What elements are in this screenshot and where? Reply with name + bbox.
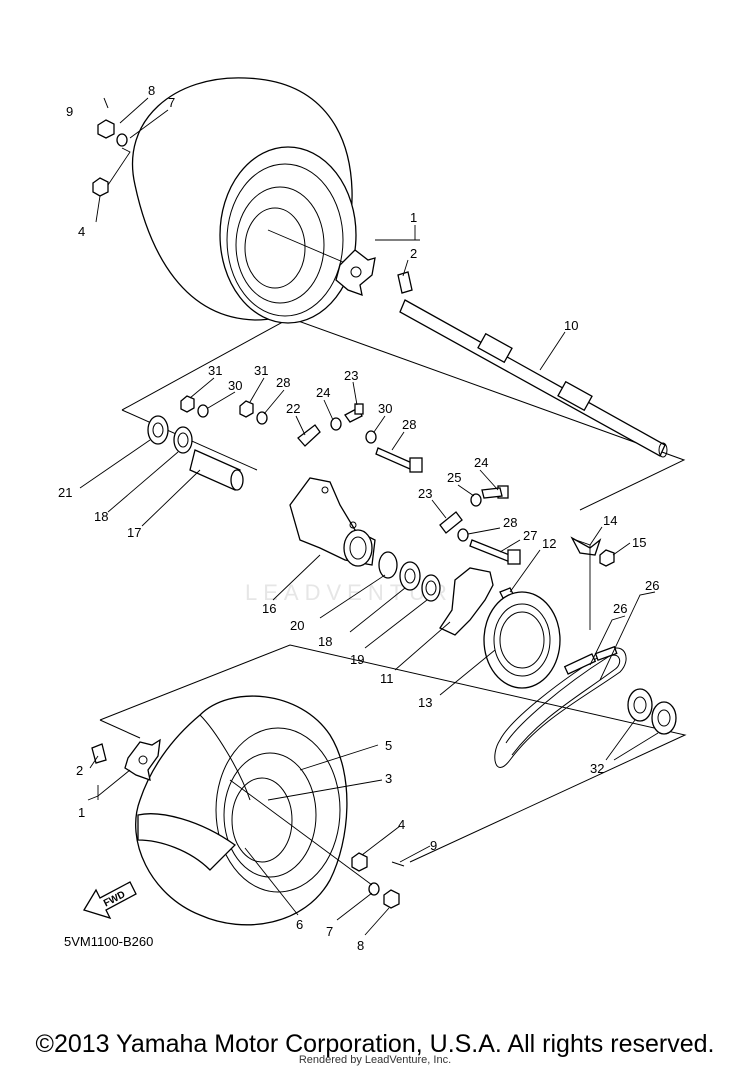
callout-18-right: 18: [318, 634, 332, 649]
upper-frame: [121, 317, 686, 511]
bearing-18-inner: [404, 568, 416, 584]
callout-1-lower: 1: [78, 805, 85, 820]
drawing-code: 5VM1100-B260: [64, 934, 154, 949]
bearing-21: [147, 415, 169, 445]
seal-19-inner: [425, 580, 437, 596]
fwd-arrow-icon: FWD: [83, 881, 137, 920]
lower-frame: [99, 644, 687, 863]
callout-19: 19: [350, 652, 364, 667]
svg-text:FWD: FWD: [102, 889, 127, 909]
bolt-29-head: [409, 457, 423, 473]
sprocket-hub: [439, 567, 494, 636]
callout-15: 15: [632, 535, 646, 550]
callout-9-lower: 9: [430, 838, 437, 853]
callout-labels: 9 8 7 4 1 2 10 31 30 31 28 24 23 22 30 2…: [58, 83, 659, 953]
callout-24-upper: 24: [316, 385, 330, 400]
spacer-20: [378, 551, 398, 579]
callout-1-upper: 1: [410, 210, 417, 225]
bearing-32b-inner: [657, 709, 671, 727]
callout-22-lower: 23: [418, 486, 432, 501]
callout-9-upper: 9: [66, 104, 73, 119]
bolt-29: [375, 447, 413, 470]
callout-32: 32: [590, 761, 604, 776]
callout-22-upper: 22: [286, 401, 300, 416]
callout-10: 10: [564, 318, 578, 333]
bearing-32b: [651, 701, 677, 735]
callout-23-upper: 23: [344, 368, 358, 383]
upper-fasteners: [92, 97, 128, 197]
sprocket: [483, 591, 561, 689]
callout-31-right: 31: [254, 363, 268, 378]
rear-axle: [399, 299, 668, 458]
callout-16: 16: [262, 601, 276, 616]
callout-5: 5: [385, 738, 392, 753]
callout-30-right: 30: [378, 401, 392, 416]
seal-19: [421, 574, 441, 602]
callout-31-left: 31: [208, 363, 222, 378]
bearing-18: [399, 561, 421, 591]
collar-17-end: [230, 469, 244, 491]
callout-3: 3: [385, 771, 392, 786]
callout-8-lower: 8: [357, 938, 364, 953]
callout-14: 14: [603, 513, 617, 528]
callout-23-lower: 24: [474, 455, 488, 470]
callout-21: 21: [58, 485, 72, 500]
bearing-21-inner: [152, 422, 164, 438]
callout-28-lower: 28: [503, 515, 517, 530]
callout-6: 6: [296, 917, 303, 932]
callout-26: 26: [613, 601, 627, 616]
bearing-32a: [627, 688, 653, 722]
leader-lines: [79, 97, 659, 936]
callout-28-upper: 28: [276, 375, 290, 390]
callout-30-left: 30: [228, 378, 242, 393]
adjuster-fasteners-upper: [180, 395, 364, 447]
callout-29: 28: [402, 417, 416, 432]
callout-2-lower: 2: [76, 763, 83, 778]
copyright-notice: ©2013 Yamaha Motor Corporation, U.S.A. A…: [35, 1030, 715, 1058]
callout-27: 27: [523, 528, 537, 543]
callout-11: 11: [380, 671, 394, 686]
callout-4-upper: 4: [78, 224, 85, 239]
callout-8-upper: 8: [148, 83, 155, 98]
callout-17: 17: [127, 525, 141, 540]
rendered-by-notice: Rendered by LeadVenture, Inc.: [298, 1054, 452, 1066]
callout-7-upper: 7: [168, 95, 175, 110]
lower-fasteners: [229, 779, 405, 909]
callout-7-lower: 7: [326, 924, 333, 939]
lower-tire: [135, 695, 348, 926]
clip-14: [570, 536, 602, 556]
callout-13: 13: [418, 695, 432, 710]
seal-18-upper-inner: [177, 432, 189, 448]
axle-housing: [289, 477, 376, 567]
callout-20: 20: [290, 618, 304, 633]
callout-25: 26: [645, 578, 659, 593]
adjuster-fasteners-lower: [439, 485, 521, 565]
nut-15: [599, 549, 615, 567]
upper-tire: [131, 77, 357, 324]
callout-24-lower: 25: [447, 470, 461, 485]
callout-18-left: 18: [94, 509, 108, 524]
lower-hub: [91, 738, 161, 781]
seal-18-upper: [173, 426, 193, 454]
lower-frame-left: [99, 719, 141, 739]
washer-30: [365, 430, 377, 444]
upper-hub: [335, 249, 413, 296]
bearing-32a-inner: [633, 696, 647, 714]
callout-4-lower: 4: [398, 817, 405, 832]
callout-12: 12: [542, 536, 556, 551]
callout-2-upper: 2: [410, 246, 417, 261]
